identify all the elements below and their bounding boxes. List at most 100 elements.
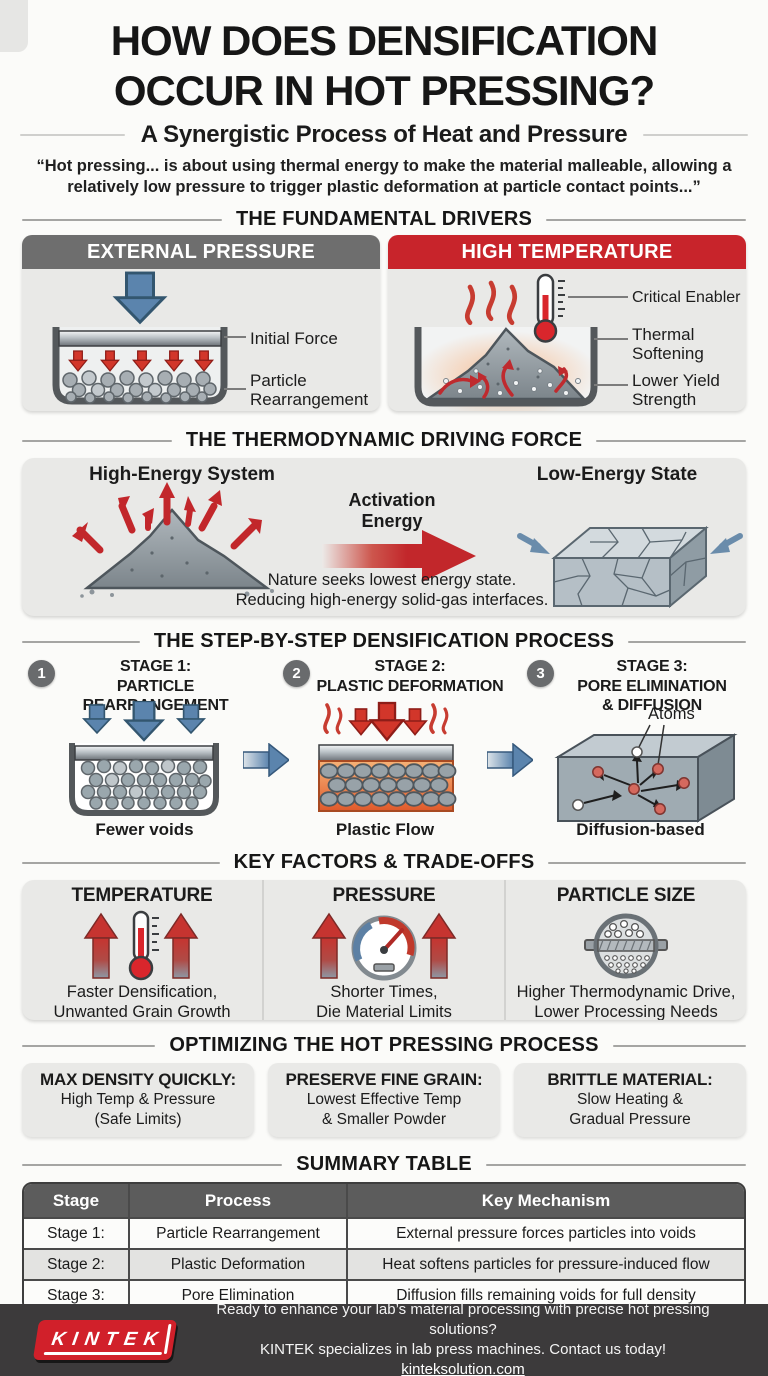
label-thermal-softening: Thermal Softening: [632, 325, 704, 364]
divider: [596, 439, 747, 442]
divider: [22, 1044, 156, 1047]
note-line1: Nature seeks lowest energy state.: [267, 571, 517, 590]
stage-2-number: 2: [283, 660, 310, 688]
external-pressure-illustration: Initial Force Particle Rearrangement: [22, 269, 380, 411]
footer-link[interactable]: kinteksolution.com: [401, 1360, 525, 1376]
card-title: MAX DENSITY QUICKLY:: [40, 1070, 236, 1090]
stage-2-title-line2: PLASTIC DEFORMATION: [316, 677, 504, 695]
stage-1-illustration: [69, 701, 219, 817]
divider: [628, 640, 747, 643]
col-header-stage: Stage: [24, 1184, 128, 1218]
stage-3-caption: Diffusion-based: [576, 820, 705, 840]
caption-line: Die Material Limits: [316, 1003, 452, 1021]
label-lower-yield-strength: Lower Yield Strength: [632, 371, 720, 410]
heated-powder-icon: [414, 274, 628, 412]
col-header-process: Process: [128, 1184, 346, 1218]
drivers-heading: THE FUNDAMENTAL DRIVERS: [235, 208, 533, 231]
thermodynamic-note: Nature seeks lowest energy state. Reduci…: [172, 570, 612, 610]
die-press-icon: [52, 271, 246, 405]
card-line: Lowest Effective Temp: [306, 1091, 462, 1109]
thermodynamic-heading: THE THERMODYNAMIC DRIVING FORCE: [185, 429, 583, 452]
summary-table: Stage Process Key Mechanism Stage 1: Par…: [22, 1182, 746, 1313]
stage-2-illustration: [318, 702, 457, 813]
arrow-stage2-to-stage3-icon: [487, 743, 533, 778]
divider: [612, 1044, 747, 1047]
card-line: & Smaller Powder: [321, 1110, 447, 1128]
sieve-icon: [506, 909, 746, 983]
atoms-label: Atoms: [648, 705, 695, 724]
stage-1-number: 1: [28, 660, 55, 688]
table-row-2-process: Plastic Deformation: [128, 1248, 346, 1280]
stage-2-caption: Plastic Flow: [335, 820, 435, 840]
high-temperature-title: HIGH TEMPERATURE: [388, 235, 746, 270]
drivers-row: EXTERNAL PRESSURE: [22, 235, 746, 412]
label-initial-force: Initial Force: [250, 329, 338, 349]
optimizing-heading: OPTIMIZING THE HOT PRESSING PROCESS: [169, 1034, 599, 1057]
activation-energy-label: Activation Energy: [348, 490, 436, 531]
note-line2: Reducing high-energy solid-gas interface…: [235, 591, 549, 610]
quote: “Hot pressing... is about using thermal …: [0, 156, 768, 198]
footer-text: Ready to enhance your lab’s material pro…: [174, 1300, 768, 1376]
stage-2-title-line1: STAGE 2:: [374, 658, 446, 676]
corner-artifact: [0, 0, 28, 52]
caption-line: Lower Processing Needs: [534, 1003, 718, 1021]
subtitle: A Synergistic Process of Heat and Pressu…: [140, 121, 628, 149]
card-line: (Safe Limits): [94, 1110, 182, 1128]
footer: KINTEK Ready to enhance your lab’s mater…: [0, 1301, 768, 1376]
divider: [22, 1163, 283, 1166]
stage-3-illustration: [554, 724, 738, 824]
stage-1-title: STAGE 1: PARTICLE REARRANGEMENT: [58, 657, 253, 715]
optimizing-cards: MAX DENSITY QUICKLY: High Temp & Pressur…: [22, 1063, 746, 1138]
factor-temperature-caption: Faster Densification, Unwanted Grain Gro…: [22, 983, 262, 1020]
factor-particle-size: PARTICLE SIZE: [504, 880, 746, 1021]
process-heading: THE STEP-BY-STEP DENSIFICATION PROCESS: [153, 630, 615, 653]
card-preserve-grain: PRESERVE FINE GRAIN: Lowest Effective Te…: [268, 1063, 500, 1138]
section-heading-thermodynamic: THE THERMODYNAMIC DRIVING FORCE: [22, 429, 747, 452]
table-row-1-stage: Stage 1:: [24, 1217, 128, 1249]
divider: [22, 439, 172, 442]
stage-1-title-line1: STAGE 1:: [119, 658, 191, 676]
page-title-line2: OCCUR IN HOT PRESSING?: [113, 66, 655, 114]
high-temperature-panel: HIGH TEMPERATURE: [388, 235, 746, 412]
table-row-2-mechanism: Heat softens particles for pressure-indu…: [346, 1248, 744, 1280]
table-row-1-mechanism: External pressure forces particles into …: [346, 1217, 744, 1249]
card-title: PRESERVE FINE GRAIN:: [285, 1070, 483, 1090]
stage-2-title: STAGE 2: PLASTIC DEFORMATION: [310, 657, 510, 695]
card-title: BRITTLE MATERIAL:: [547, 1070, 713, 1090]
subtitle-row: A Synergistic Process of Heat and Pressu…: [20, 121, 748, 149]
external-pressure-panel: EXTERNAL PRESSURE: [22, 235, 380, 412]
stage-1-caption: Fewer voids: [95, 820, 194, 840]
footer-line2: KINTEK specializes in lab press machines…: [259, 1341, 667, 1358]
caption-line: Unwanted Grain Growth: [53, 1003, 231, 1021]
divider: [22, 640, 140, 643]
factors-heading: KEY FACTORS & TRADE-OFFS: [233, 851, 535, 874]
page-title-line1: HOW DOES DENSIFICATION: [110, 17, 659, 64]
divider: [22, 861, 220, 864]
factor-temperature-title: TEMPERATURE: [71, 885, 213, 907]
caption-line: Faster Densification,: [66, 983, 218, 1002]
section-heading-factors: KEY FACTORS & TRADE-OFFS: [22, 851, 746, 874]
table-row-1-process: Particle Rearrangement: [128, 1217, 346, 1249]
page-title: HOW DOES DENSIFICATION OCCUR IN HOT PRES…: [0, 16, 768, 115]
factors-panel: TEMPERATURE Faster Densification, Unwant…: [22, 880, 746, 1021]
label-particle-rearrangement: Particle Rearrangement: [250, 371, 369, 410]
divider: [548, 861, 746, 864]
summary-heading: SUMMARY TABLE: [296, 1153, 472, 1176]
table-row-2-stage: Stage 2:: [24, 1248, 128, 1280]
section-heading-process: THE STEP-BY-STEP DENSIFICATION PROCESS: [22, 630, 747, 653]
card-line: Slow Heating &: [577, 1091, 683, 1109]
quote-line2: relatively low pressure to trigger plast…: [67, 178, 701, 197]
factor-pressure-title: PRESSURE: [332, 885, 436, 907]
subtitle-divider-right: [643, 134, 748, 137]
divider: [485, 1163, 746, 1166]
factor-particle-size-caption: Higher Thermodynamic Drive, Lower Proces…: [506, 983, 746, 1020]
high-energy-label: High-Energy System: [89, 464, 275, 486]
subtitle-divider-left: [20, 134, 125, 137]
card-max-density: MAX DENSITY QUICKLY: High Temp & Pressur…: [22, 1063, 254, 1138]
factor-pressure-caption: Shorter Times, Die Material Limits: [264, 983, 504, 1020]
high-temperature-illustration: Critical Enabler Thermal Softening Lower…: [388, 269, 746, 412]
label-critical-enabler: Critical Enabler: [632, 289, 741, 307]
stage-3-title-line3: & DIFFUSION: [601, 696, 703, 714]
thermodynamic-illustration: [72, 482, 743, 609]
